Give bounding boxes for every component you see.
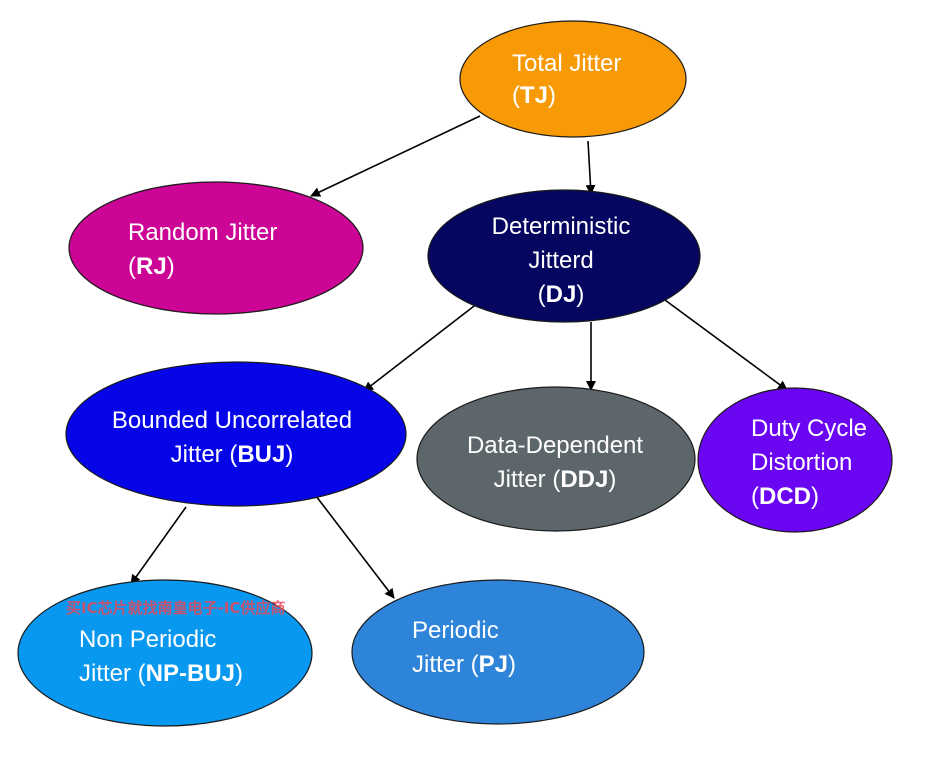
node-dj-label-line: Jitterd [528, 247, 593, 274]
node-dcd-text: Duty Cycle [751, 415, 867, 442]
node-pj-text: Jitter ( [412, 651, 479, 678]
node-pj-label-line: Periodic [412, 617, 499, 644]
node-ddj-abbreviation: DDJ [560, 466, 608, 493]
node-rj-label-line: (RJ) [128, 253, 175, 280]
node-rj: Random Jitter (RJ) [68, 181, 364, 315]
node-tj: Total Jitter (TJ) [459, 20, 687, 138]
node-dj-text: ) [576, 281, 584, 308]
node-buj-text: Bounded Uncorrelated [112, 407, 352, 434]
node-tj-text: ( [512, 82, 520, 109]
node-npbuj-abbreviation: NP-BUJ [146, 660, 235, 687]
node-dcd-label-line: (DCD) [751, 483, 819, 510]
arrow-tj-to-rj [310, 115, 481, 197]
arrow-dj-to-dcd [664, 299, 788, 391]
node-dcd-ellipse [697, 387, 893, 533]
node-dj-text: Deterministic [492, 213, 631, 240]
node-dcd-text: ( [751, 483, 759, 510]
node-dj-label-line: Deterministic [492, 213, 631, 240]
node-dj-text: ( [538, 281, 546, 308]
node-dcd-abbreviation: DCD [759, 483, 811, 510]
node-rj-text: ( [128, 253, 136, 280]
node-buj-label-line: Bounded Uncorrelated [112, 407, 352, 434]
node-pj-label-line: Jitter (PJ) [412, 651, 516, 678]
node-tj-text: Total Jitter [512, 50, 621, 77]
node-dj-ellipse [427, 189, 701, 323]
node-buj-text: Jitter ( [171, 441, 238, 468]
node-npbuj-text: Jitter ( [79, 660, 146, 687]
node-pj-ellipse [351, 579, 645, 725]
node-rj-abbreviation: RJ [136, 253, 167, 280]
node-npbuj-text: ) [235, 660, 243, 687]
node-dcd-text: ) [811, 483, 819, 510]
node-ddj-label-line: Data-Dependent [467, 432, 643, 459]
node-ddj-text: Jitter ( [494, 466, 561, 493]
node-ddj-ellipse [416, 386, 696, 532]
node-rj-label: Random Jitter (RJ) [128, 219, 277, 280]
node-dcd-label-line: Distortion [751, 449, 852, 476]
node-npbuj-label-line: Non Periodic [79, 626, 216, 653]
node-dj-text: Jitterd [528, 247, 593, 274]
node-rj-text: ) [167, 253, 175, 280]
edges [130, 115, 788, 599]
node-npbuj-text: Non Periodic [79, 626, 216, 653]
node-tj-label-line: Total Jitter [512, 50, 621, 77]
node-dj-abbreviation: DJ [546, 281, 577, 308]
node-tj-ellipse [459, 20, 687, 138]
node-tj-label: Total Jitter (TJ) [512, 50, 621, 109]
node-buj-abbreviation: BUJ [237, 441, 285, 468]
node-ddj-text: Data-Dependent [467, 432, 643, 459]
node-buj-text: ) [285, 441, 293, 468]
node-buj-ellipse [65, 361, 407, 507]
node-buj-label-line: Jitter (BUJ) [171, 441, 294, 468]
arrow-buj-to-pj [315, 495, 395, 599]
node-dcd-label-line: Duty Cycle [751, 415, 867, 442]
node-ddj-text: ) [608, 466, 616, 493]
node-dj-label-line: (DJ) [538, 281, 585, 308]
node-tj-text: ) [548, 82, 556, 109]
node-pj-abbreviation: PJ [479, 651, 508, 678]
node-dcd-text: Distortion [751, 449, 852, 476]
watermark-text: 买IC芯片就找南皇电子-IC供应商 [66, 599, 286, 617]
node-ddj-label-line: Jitter (DDJ) [494, 466, 617, 493]
node-npbuj-ellipse [17, 579, 313, 727]
node-tj-abbreviation: TJ [520, 82, 548, 109]
node-pj-text: Periodic [412, 617, 499, 644]
node-tj-label-line: (TJ) [512, 82, 556, 109]
node-rj-ellipse [68, 181, 364, 315]
node-npbuj-label-line: Jitter (NP-BUJ) [79, 660, 243, 687]
node-rj-label-line: Random Jitter [128, 219, 277, 246]
nodes: Total Jitter(TJ)Random Jitter(RJ)Determi… [17, 20, 893, 727]
node-pj-text: ) [508, 651, 516, 678]
arrow-dj-to-buj [363, 302, 479, 392]
arrow-buj-to-npbuj [130, 506, 187, 585]
arrow-tj-to-dj [585, 140, 596, 195]
node-rj-text: Random Jitter [128, 219, 277, 246]
